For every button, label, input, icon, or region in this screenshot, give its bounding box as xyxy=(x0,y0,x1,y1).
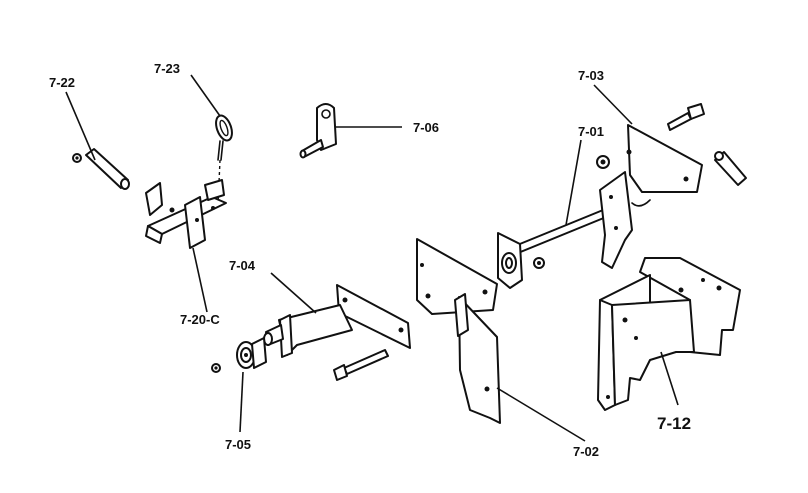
part-7-04-bolt xyxy=(333,349,389,381)
leader-7-22 xyxy=(65,91,96,161)
label-7-02: 7-02 xyxy=(573,444,599,459)
part-7-03-bracket xyxy=(599,124,703,269)
label-7-22: 7-22 xyxy=(49,75,75,90)
part-7-04-stud xyxy=(263,324,284,346)
label-7-01: 7-01 xyxy=(578,124,604,139)
leader-lines xyxy=(65,74,679,442)
leader-7-03 xyxy=(593,84,633,125)
part-bushing-bracket xyxy=(497,232,523,289)
part-7-03-nut xyxy=(596,155,610,169)
part-7-02-plate xyxy=(454,293,501,424)
leader-7-23 xyxy=(190,74,221,117)
part-7-04-arm-bracket xyxy=(278,284,411,358)
label-7-12: 7-12 xyxy=(657,414,691,433)
label-7-06: 7-06 xyxy=(413,120,439,135)
label-7-20-c: 7-20-C xyxy=(180,312,220,327)
part-center-nut xyxy=(533,257,545,269)
part-7-22-pin xyxy=(72,148,130,190)
label-7-05: 7-05 xyxy=(225,437,251,452)
leader-7-04 xyxy=(270,272,317,314)
part-7-06-flat-pin xyxy=(299,103,337,159)
part-7-12-u-bracket xyxy=(597,257,741,411)
label-7-04: 7-04 xyxy=(229,258,256,273)
label-7-03: 7-03 xyxy=(578,68,604,83)
leader-7-01 xyxy=(565,139,582,226)
leader-7-05 xyxy=(239,371,244,433)
part-7-01-shaft xyxy=(509,205,613,256)
label-7-23: 7-23 xyxy=(154,61,180,76)
part-7-03-bolt-top xyxy=(667,103,705,131)
part-7-05-roller xyxy=(211,337,267,373)
part-7-03-bolt-right xyxy=(714,151,747,186)
leader-7-20-c xyxy=(192,247,208,313)
leader-7-02 xyxy=(496,387,586,442)
part-7-20-c-bracket xyxy=(145,179,227,249)
leader-7-12 xyxy=(660,351,679,406)
